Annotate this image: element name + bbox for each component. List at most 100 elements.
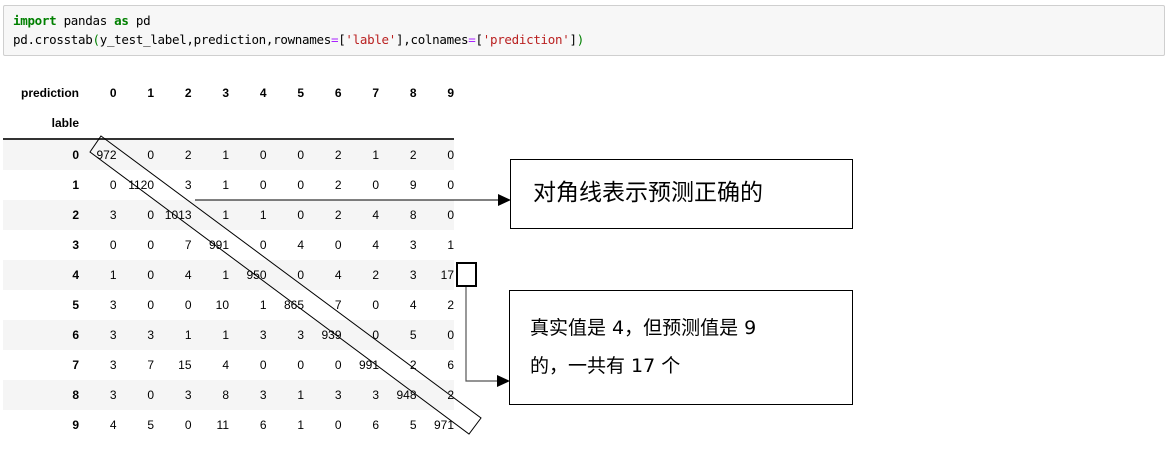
row-label: 9 bbox=[72, 418, 79, 432]
table-cell: 3 bbox=[109, 388, 117, 402]
code-string: 'lable' bbox=[345, 32, 397, 47]
table-cell: 1 bbox=[222, 268, 229, 282]
table-cell: 0 bbox=[447, 328, 454, 342]
row-label: 3 bbox=[72, 238, 79, 252]
table-cell: 2 bbox=[409, 358, 417, 372]
row-label: 7 bbox=[72, 358, 79, 372]
column-header: 7 bbox=[372, 86, 379, 100]
table-cell: 865 bbox=[283, 298, 304, 312]
crosstab-table: prediction 0 1 2 3 4 5 6 7 8 9 lable 0 9 7… bbox=[3, 78, 454, 440]
table-cell: 0 bbox=[447, 178, 454, 192]
table-cell: 2 bbox=[184, 148, 192, 162]
table-cell: 7 bbox=[147, 358, 154, 372]
code-cell[interactable]: import pandas as pd pd.crosstab(y_test_l… bbox=[3, 5, 1165, 56]
table-cell: 0 bbox=[184, 298, 192, 312]
table-cell: 0 bbox=[334, 238, 342, 252]
cell-annotation: 真实值是 4，但预测值是 9 的，一共有 17 个 bbox=[509, 290, 853, 405]
table-cell: 0 bbox=[447, 208, 454, 222]
table-cell: 0 bbox=[259, 238, 267, 252]
annotation-text-line1: 真实值是 4，但预测值是 9 bbox=[530, 317, 757, 339]
table-cell: 1 bbox=[184, 328, 192, 342]
table-cell: 1 bbox=[259, 208, 267, 222]
table-cell: 0 bbox=[447, 148, 454, 162]
table-cell: 2 bbox=[447, 298, 454, 312]
code-text: ] bbox=[569, 32, 577, 47]
column-header: 8 bbox=[409, 86, 417, 100]
table-cell: 3 bbox=[109, 358, 117, 372]
table-cell: 939 bbox=[321, 328, 342, 342]
table-cell: 11 bbox=[216, 418, 229, 432]
column-axis-name: prediction bbox=[20, 86, 79, 100]
code-operator: = bbox=[468, 32, 476, 47]
annotation-text-line2: 的，一共有 17 个 bbox=[530, 355, 681, 377]
table-cell: 0 bbox=[147, 298, 154, 312]
table-cell: 3 bbox=[184, 178, 192, 192]
table-cell: 5 bbox=[409, 328, 417, 342]
table-cell: 0 bbox=[372, 178, 379, 192]
arrow-head-icon bbox=[497, 375, 510, 387]
annotation-text: 对角线表示预测正确的 bbox=[533, 180, 763, 206]
table-cell: 0 bbox=[147, 268, 154, 282]
table-cell: 0 bbox=[372, 298, 379, 312]
table-cell: 1 bbox=[222, 178, 229, 192]
table-cell: 8 bbox=[409, 208, 417, 222]
table-cell: 0 bbox=[259, 148, 267, 162]
table-cell: 0 bbox=[372, 328, 379, 342]
code-string: 'prediction' bbox=[482, 32, 570, 47]
arrow-line-cell bbox=[465, 287, 497, 382]
column-header: 5 bbox=[297, 86, 304, 100]
table-cell: 7 bbox=[334, 298, 342, 312]
table-cell: 1 bbox=[297, 418, 304, 432]
table-cell: 3 bbox=[372, 388, 379, 402]
table-cell: 2 bbox=[334, 208, 342, 222]
table-cell: 1013 bbox=[164, 208, 192, 222]
table-cell: 9 bbox=[409, 178, 417, 192]
table-cell: 1 bbox=[447, 238, 454, 252]
row-label: 0 bbox=[72, 148, 79, 162]
highlight-cell-box bbox=[456, 262, 477, 287]
table-cell: 15 bbox=[178, 358, 192, 372]
table-cell: 991 bbox=[208, 238, 229, 252]
table-cell: 4 bbox=[372, 208, 379, 222]
keyword-import: import bbox=[13, 13, 57, 28]
row-label: 2 bbox=[72, 208, 79, 222]
table-cell: 6 bbox=[447, 358, 454, 372]
table-cell: 3 bbox=[147, 328, 154, 342]
row-label: 1 bbox=[72, 178, 79, 192]
code-paren: ( bbox=[92, 32, 100, 47]
table-cell: 1 bbox=[222, 148, 229, 162]
row-axis-header-row: lable bbox=[3, 108, 454, 139]
table-cell: 3 bbox=[409, 268, 417, 282]
column-header: 2 bbox=[184, 86, 192, 100]
table-cell: 3 bbox=[334, 388, 342, 402]
row-label: 4 bbox=[72, 268, 79, 282]
table-cell: 0 bbox=[297, 208, 304, 222]
table-cell: 3 bbox=[259, 328, 267, 342]
table-cell: 4 bbox=[334, 268, 342, 282]
table-cell: 4 bbox=[372, 238, 379, 252]
table-cell: 3 bbox=[109, 298, 117, 312]
code-line-1: import pandas as pd bbox=[13, 13, 151, 28]
row-label: 5 bbox=[72, 298, 79, 312]
code-text: [ bbox=[338, 32, 346, 47]
table-cell: 4 bbox=[109, 418, 117, 432]
column-header: 9 bbox=[447, 86, 454, 100]
table-cell: 4 bbox=[184, 268, 192, 282]
table-cell: 1 bbox=[297, 388, 304, 402]
table-cell: 991 bbox=[358, 358, 379, 372]
table-cell: 17 bbox=[440, 268, 454, 282]
table-cell: 0 bbox=[297, 148, 304, 162]
column-header: 3 bbox=[222, 86, 229, 100]
table-cell: 5 bbox=[409, 418, 417, 432]
table-cell: 3 bbox=[109, 328, 117, 342]
table-cell: 0 bbox=[147, 208, 154, 222]
table-cell: 6 bbox=[372, 418, 379, 432]
column-header: 4 bbox=[259, 86, 267, 100]
code-text: y_test_label,prediction,rownames bbox=[99, 32, 332, 47]
